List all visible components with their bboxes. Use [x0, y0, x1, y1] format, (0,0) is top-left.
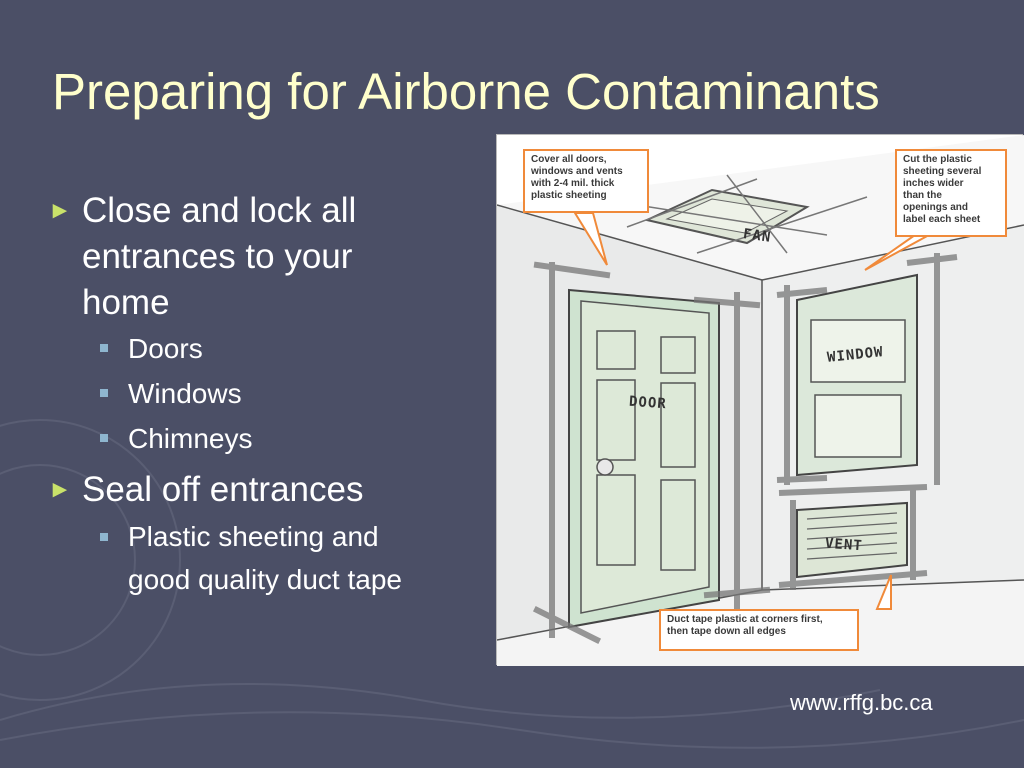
- door-icon: [532, 261, 771, 645]
- bullet-line: Seal off entrances: [82, 470, 364, 509]
- sub-bullet-line: good quality duct tape: [128, 564, 402, 595]
- square-bullet-icon: [100, 434, 108, 442]
- bullet-seal-off: ► Seal off entrances: [46, 467, 486, 513]
- callout-line: then tape down all edges: [667, 626, 786, 637]
- slide-title: Preparing for Airborne Contaminants: [52, 63, 880, 120]
- bullet-line: Close and lock all: [82, 191, 357, 230]
- window-icon: [776, 253, 958, 485]
- callout-line: windows and vents: [531, 166, 623, 177]
- callout-line: Cover all doors,: [531, 154, 607, 165]
- callout-line: Duct tape plastic at corners first,: [667, 614, 823, 625]
- callout-line: sheeting several: [903, 166, 982, 177]
- callout-duct-tape: Duct tape plastic at corners first, then…: [659, 609, 859, 651]
- callout-line: Cut the plastic: [903, 154, 972, 165]
- sealing-illustration: Cover all doors, windows and vents with …: [496, 134, 1024, 666]
- vent-label: VENT: [824, 535, 864, 555]
- square-bullet-icon: [100, 389, 108, 397]
- bullet-line: home: [82, 283, 170, 322]
- arrow-bullet-icon: ►: [48, 476, 72, 503]
- sub-bullet-text: Windows: [128, 378, 242, 409]
- sub-bullet-chimneys: Chimneys: [46, 416, 486, 461]
- room-drawing: [497, 135, 1024, 666]
- sub-bullet-line: Plastic sheeting and: [128, 521, 379, 552]
- callout-line: plastic sheeting: [531, 190, 607, 201]
- bullet-list: ► Close and lock all entrances to your h…: [46, 188, 486, 601]
- callout-cut-plastic: Cut the plastic sheeting several inches …: [895, 149, 1007, 237]
- bullet-line: entrances to your: [82, 237, 353, 276]
- door-label: DOOR: [628, 393, 668, 413]
- callout-cover-openings: Cover all doors, windows and vents with …: [523, 149, 649, 213]
- square-bullet-icon: [100, 533, 108, 541]
- sub-bullet-windows: Windows: [46, 371, 486, 416]
- sub-bullet-text: Chimneys: [128, 423, 253, 454]
- bullet-close-lock: ► Close and lock all entrances to your h…: [46, 188, 486, 326]
- callout-line: openings and: [903, 202, 968, 213]
- callout-line: inches wider: [903, 178, 964, 189]
- sub-bullet-text: Doors: [128, 333, 203, 364]
- callout-line: than the: [903, 190, 942, 201]
- sub-bullet-doors: Doors: [46, 326, 486, 371]
- arrow-bullet-icon: ►: [48, 197, 72, 224]
- square-bullet-icon: [100, 344, 108, 352]
- callout-line: label each sheet: [903, 214, 981, 225]
- footer-url: www.rffg.bc.ca: [790, 690, 933, 715]
- fan-vent-icon: [626, 174, 868, 254]
- callout-line: with 2-4 mil. thick: [531, 178, 615, 189]
- sub-bullet-plastic-sheeting: Plastic sheeting and good quality duct t…: [46, 515, 486, 601]
- vent-icon: [778, 484, 928, 590]
